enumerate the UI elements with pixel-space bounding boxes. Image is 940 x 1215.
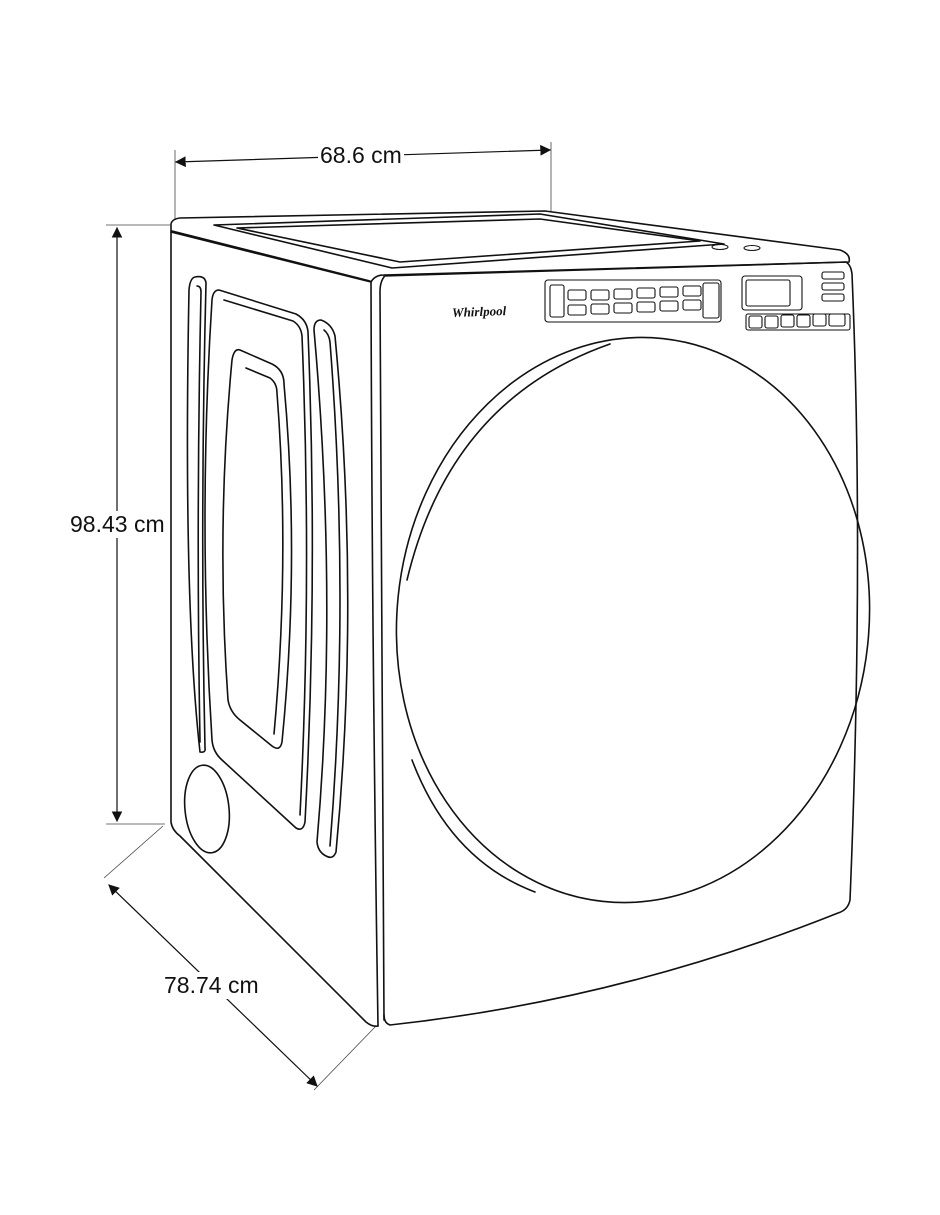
brand-logo: Whirlpool [452, 303, 507, 320]
dryer-body: Whirlpool [170, 210, 871, 1027]
depth-dimension [103, 825, 377, 1091]
cycle-buttons [544, 279, 722, 323]
display-panel [741, 271, 851, 331]
width-label: 68.6 cm [318, 142, 404, 169]
height-label: 98.43 cm [68, 511, 167, 538]
depth-label: 78.74 cm [162, 972, 261, 999]
